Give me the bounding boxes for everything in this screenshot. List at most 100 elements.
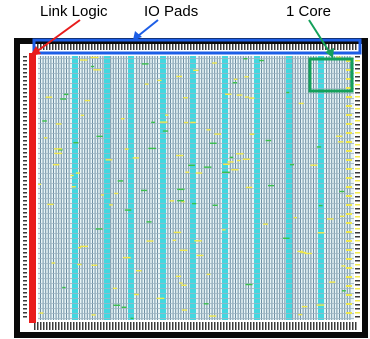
logic-highlight	[336, 135, 343, 137]
top-pad	[355, 44, 357, 50]
left-pad	[23, 160, 27, 162]
logic-highlight	[259, 59, 264, 62]
top-pad	[292, 44, 294, 50]
top-pad	[328, 44, 330, 50]
logic-highlight	[181, 200, 185, 203]
top-pad	[346, 44, 348, 50]
logic-highlight	[176, 75, 183, 78]
logic-highlight	[54, 148, 62, 150]
left-pad	[23, 196, 27, 198]
right-pad	[355, 192, 360, 194]
logic-highlight	[225, 93, 232, 95]
edge-highlight	[346, 186, 352, 188]
logic-highlight	[193, 69, 199, 72]
logic-highlight	[212, 204, 218, 206]
logic-highlight	[80, 245, 88, 248]
top-pad	[109, 44, 111, 50]
logic-highlight	[124, 209, 132, 211]
cell-row	[38, 273, 354, 274]
logic-highlight	[175, 275, 181, 278]
top-pad	[154, 44, 156, 50]
left-pad	[23, 140, 27, 142]
right-pad	[355, 136, 360, 138]
logic-highlight	[248, 97, 255, 99]
bottom-pad	[355, 322, 357, 330]
top-pad	[40, 44, 42, 50]
bottom-pad	[121, 322, 123, 330]
left-pad	[23, 268, 27, 270]
core-arrowhead	[325, 48, 334, 58]
logic-highlight	[298, 102, 304, 105]
top-pad	[229, 44, 231, 50]
bottom-pad	[340, 322, 342, 330]
cell-row	[38, 263, 354, 264]
right-pad	[355, 304, 360, 306]
cell-row	[38, 233, 354, 234]
cell-row	[38, 123, 354, 124]
logic-highlight	[63, 93, 69, 96]
right-pad	[355, 316, 360, 318]
top-pad	[64, 44, 66, 50]
left-pad	[23, 212, 27, 214]
left-pad	[23, 76, 27, 78]
top-pad	[190, 44, 192, 50]
left-pad	[23, 108, 27, 110]
logic-highlight	[73, 141, 79, 144]
logic-highlight	[290, 163, 295, 166]
logic-highlight	[318, 204, 323, 207]
io-pads-highlight	[32, 38, 362, 55]
bottom-pad	[136, 322, 138, 330]
logic-highlight	[44, 137, 48, 139]
cell-row	[38, 193, 354, 194]
left-pad	[23, 248, 27, 250]
top-pad	[241, 44, 243, 50]
top-pad	[214, 44, 216, 50]
cell-row	[38, 158, 354, 159]
right-pad	[355, 208, 360, 210]
bottom-pad	[316, 322, 318, 330]
logic-highlight	[223, 163, 230, 166]
top-pad	[67, 44, 69, 50]
edge-highlight	[346, 240, 352, 242]
top-pad	[79, 44, 81, 50]
bottom-pad	[109, 322, 111, 330]
logic-highlight	[95, 228, 103, 230]
logic-highlight	[133, 293, 139, 296]
left-pad	[23, 192, 27, 194]
bottom-pad	[64, 322, 66, 330]
cell-row	[38, 68, 354, 69]
left-pad	[23, 252, 27, 254]
top-pad	[220, 44, 222, 50]
edge-highlight	[346, 105, 352, 107]
bottom-pad	[82, 322, 84, 330]
bottom-pad	[268, 322, 270, 330]
logic-highlight	[300, 251, 307, 254]
logic-highlight	[235, 153, 244, 155]
logic-highlight	[112, 287, 118, 290]
bottom-pad	[58, 322, 60, 330]
right-pad	[355, 312, 360, 314]
left-pad	[23, 200, 27, 202]
top-pad	[316, 44, 318, 50]
top-pad	[310, 44, 312, 50]
edge-highlight	[346, 159, 352, 161]
right-pad	[355, 288, 360, 290]
right-pad	[355, 88, 360, 90]
right-pad	[355, 300, 360, 302]
right-pad	[355, 212, 360, 214]
top-pad	[334, 44, 336, 50]
bottom-pad	[76, 322, 78, 330]
logic-highlight	[173, 231, 182, 234]
right-pad	[355, 252, 360, 254]
right-pad	[355, 284, 360, 286]
edge-highlight	[346, 60, 352, 62]
left-pad	[23, 68, 27, 70]
logic-highlight	[176, 154, 184, 157]
logic-highlight	[286, 91, 290, 94]
logic-highlight	[93, 69, 102, 71]
logic-highlight	[105, 159, 113, 161]
top-pad	[313, 44, 315, 50]
logic-highlight	[151, 121, 155, 124]
cell-row	[38, 218, 354, 219]
logic-highlight	[236, 94, 243, 96]
